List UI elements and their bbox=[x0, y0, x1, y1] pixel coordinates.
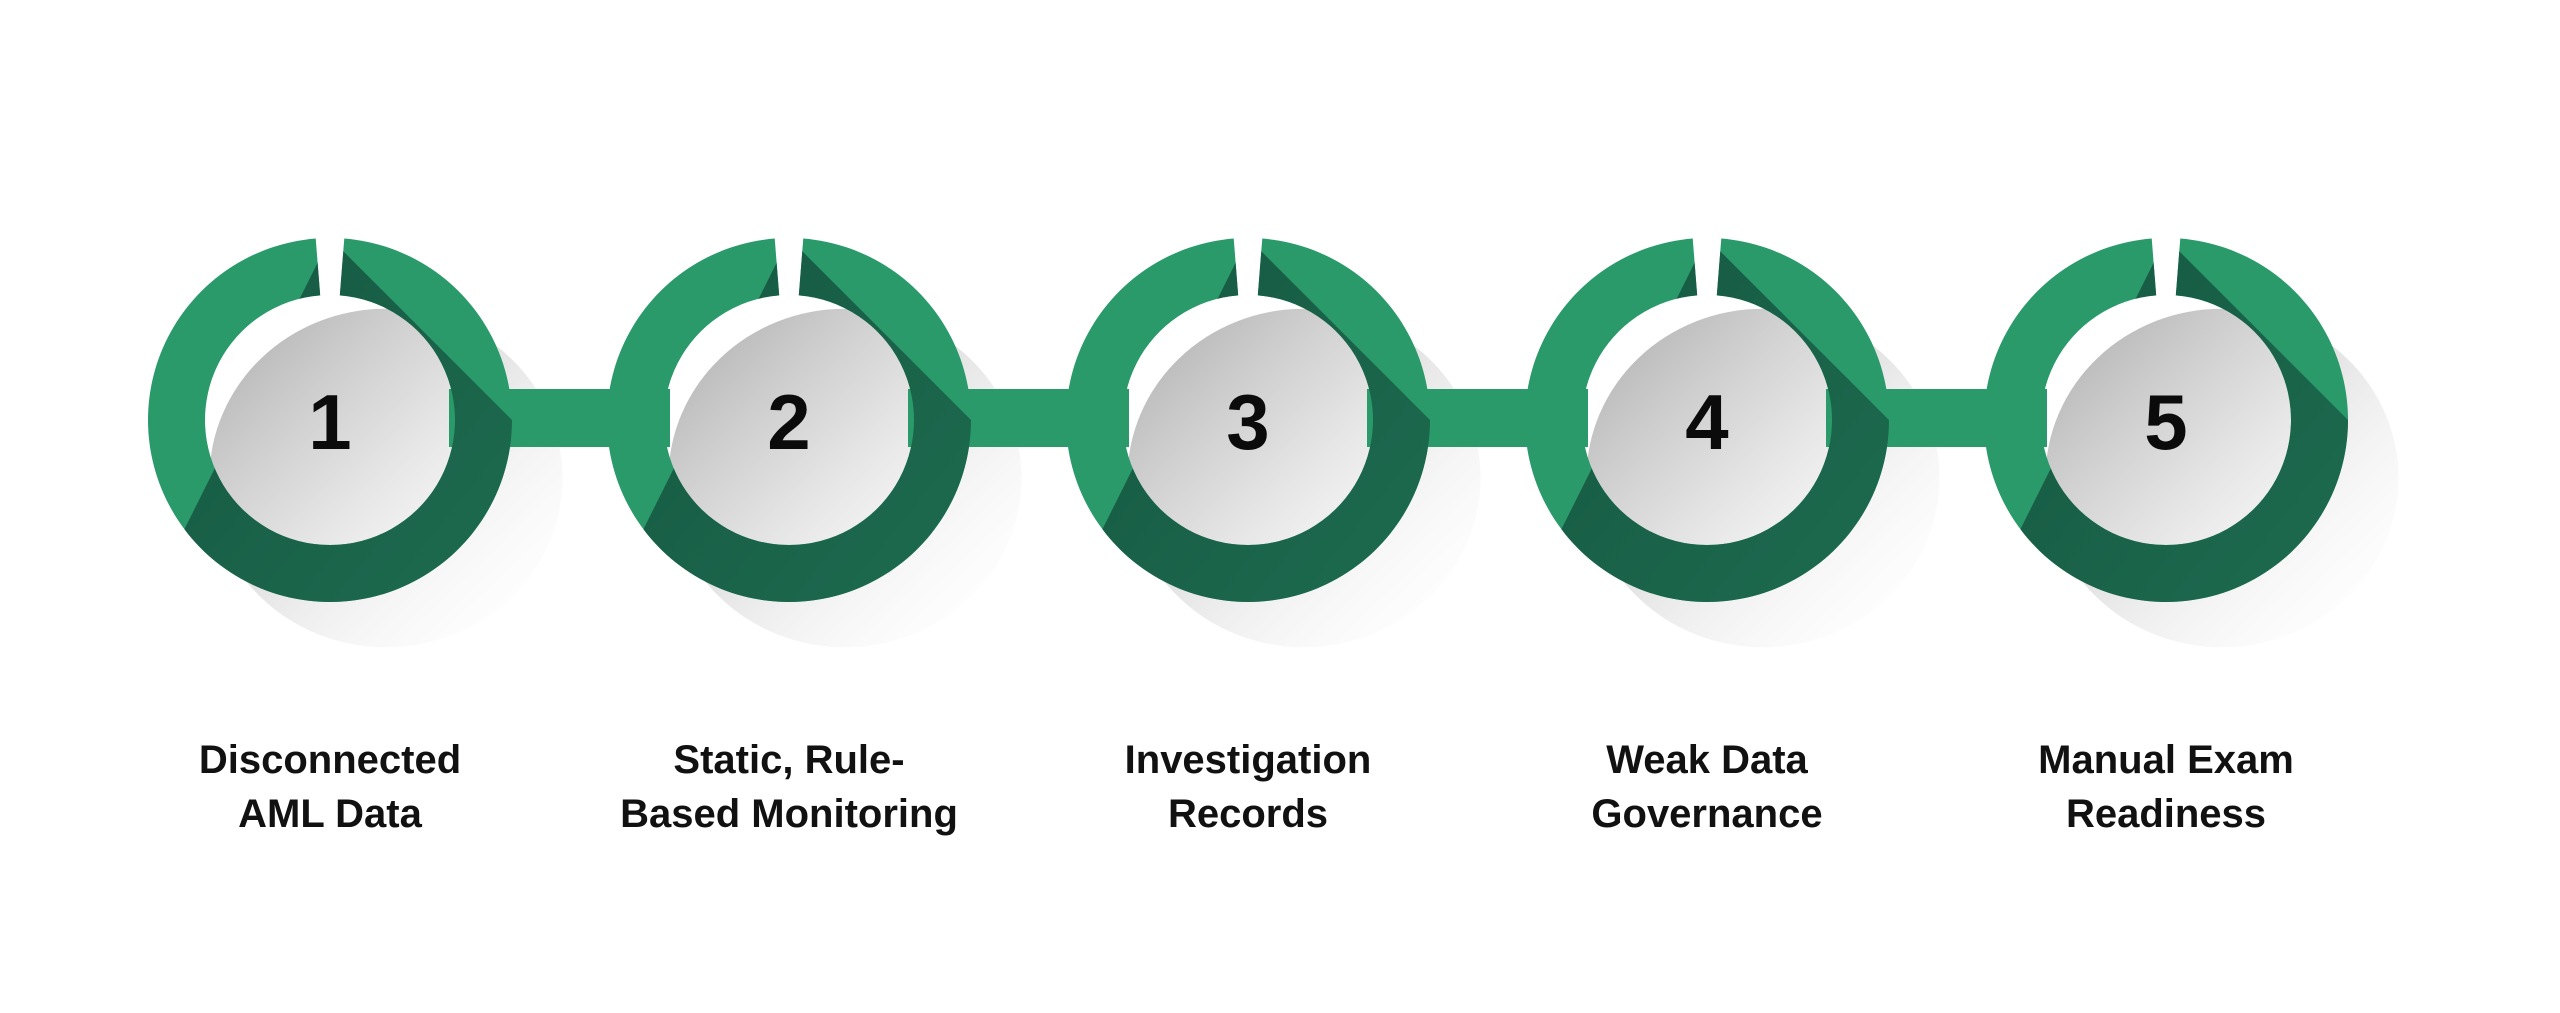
step-label-line: Disconnected bbox=[199, 738, 461, 782]
ring-ground-shadow bbox=[668, 308, 1022, 648]
step-label-line: Records bbox=[1168, 792, 1328, 836]
step-label-line: Manual Exam bbox=[2038, 738, 2294, 782]
step-number-3: 3 bbox=[1226, 378, 1269, 466]
step-label-line: Governance bbox=[1591, 792, 1822, 836]
ring-ground-shadow bbox=[1586, 308, 1940, 648]
step-label-line: Static, Rule- bbox=[673, 738, 904, 782]
step-label-line: Based Monitoring bbox=[620, 792, 958, 836]
step-number-5: 5 bbox=[2144, 378, 2187, 466]
ring-ground-shadow bbox=[1127, 308, 1481, 648]
ring-ground-shadow bbox=[209, 308, 563, 648]
step-label-2: Static, Rule- Based Monitoring bbox=[620, 738, 958, 836]
step-number-1: 1 bbox=[308, 378, 351, 466]
step-number-4: 4 bbox=[1685, 378, 1728, 466]
step-label-line: Investigation bbox=[1125, 738, 1372, 782]
ring-ground-shadow bbox=[2045, 308, 2399, 648]
step-label-line: Readiness bbox=[2066, 792, 2266, 836]
number-layer: 1 2 3 4 5 bbox=[308, 378, 2187, 466]
step-label-line: Weak Data bbox=[1606, 738, 1808, 782]
step-number-2: 2 bbox=[767, 378, 810, 466]
step-label-line: AML Data bbox=[238, 792, 422, 836]
